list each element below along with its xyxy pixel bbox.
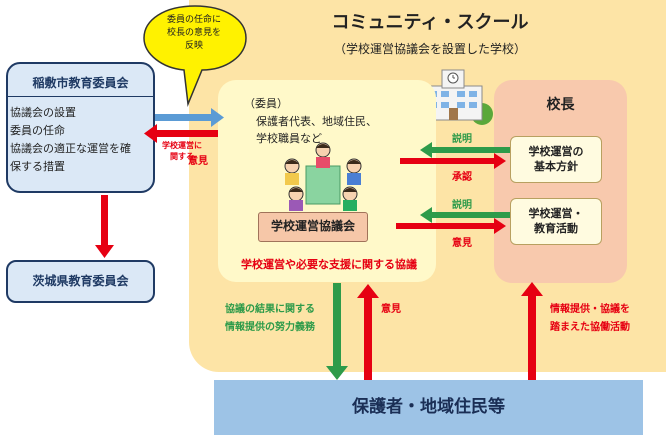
- board-item: 保する措置: [10, 160, 65, 173]
- council-deliberation: 学校運営や必要な支援に関する協議: [241, 258, 417, 271]
- info-duty-line: 協議の結果に関する: [225, 304, 315, 315]
- opinion-label-3: 意見: [381, 304, 401, 315]
- members-heading: （委員）: [244, 97, 288, 110]
- inashiki-board-box: [6, 62, 155, 193]
- divider: [8, 96, 153, 97]
- approve-label: 承認: [452, 172, 472, 183]
- bubble-line: 反映: [184, 41, 203, 51]
- speech-bubble-shape: [143, 5, 247, 107]
- ibaraki-board-box: 茨城県教育委員会: [6, 260, 155, 303]
- guardians-box: 保護者・地域住民等: [214, 380, 643, 435]
- board-item: 委員の任命: [10, 124, 65, 137]
- members-line: 学校職員など: [256, 132, 322, 145]
- down-arrow-head: [95, 245, 114, 258]
- info-duty-line: 情報提供の努力義務: [225, 322, 315, 333]
- activities-line: 教育活動: [534, 222, 578, 235]
- activities-line: 学校運営・: [528, 207, 584, 220]
- policy-box: 学校運営の 基本方針: [510, 136, 602, 183]
- community-school-subtitle: （学校運営協議会を設置した学校）: [333, 42, 526, 56]
- opinion-to-board-label: 学校運営に 関する: [158, 140, 206, 162]
- bubble-line: 委員の任命に: [166, 15, 221, 25]
- opinion-label-2: 意見: [452, 238, 472, 249]
- policy-line: 基本方針: [534, 160, 578, 173]
- community-school-title: コミュニティ・スクール: [331, 12, 529, 33]
- explain-label-2: 説明: [452, 200, 472, 211]
- down-arrow: [101, 195, 108, 247]
- policy-line: 学校運営の: [528, 145, 584, 158]
- opinion-to-board-tail: 意見: [188, 156, 208, 167]
- explain-label-1: 説明: [452, 134, 472, 145]
- collab-line: 踏まえた協働活動: [550, 322, 630, 333]
- opinion-to-board-line: 学校運営に: [162, 141, 202, 150]
- principal-title: 校長: [546, 97, 575, 113]
- inashiki-board-title: 稲敷市教育委員会: [32, 76, 129, 90]
- activities-box: 学校運営・ 教育活動: [510, 198, 602, 245]
- board-item: 協議会の適正な運営を確: [10, 142, 131, 155]
- bubble-line: 校長の意見を: [166, 28, 221, 38]
- board-item: 協議会の設置: [10, 106, 76, 119]
- collab-line: 情報提供・協議を: [550, 304, 630, 315]
- opinion-to-board-line: 関する: [170, 152, 194, 161]
- members-line: 保護者代表、地域住民、: [256, 115, 377, 128]
- meeting-people-icon: [284, 142, 362, 211]
- council-label: 学校運営協議会: [258, 212, 368, 242]
- speech-bubble: 委員の任命に 校長の意見を 反映: [148, 14, 240, 53]
